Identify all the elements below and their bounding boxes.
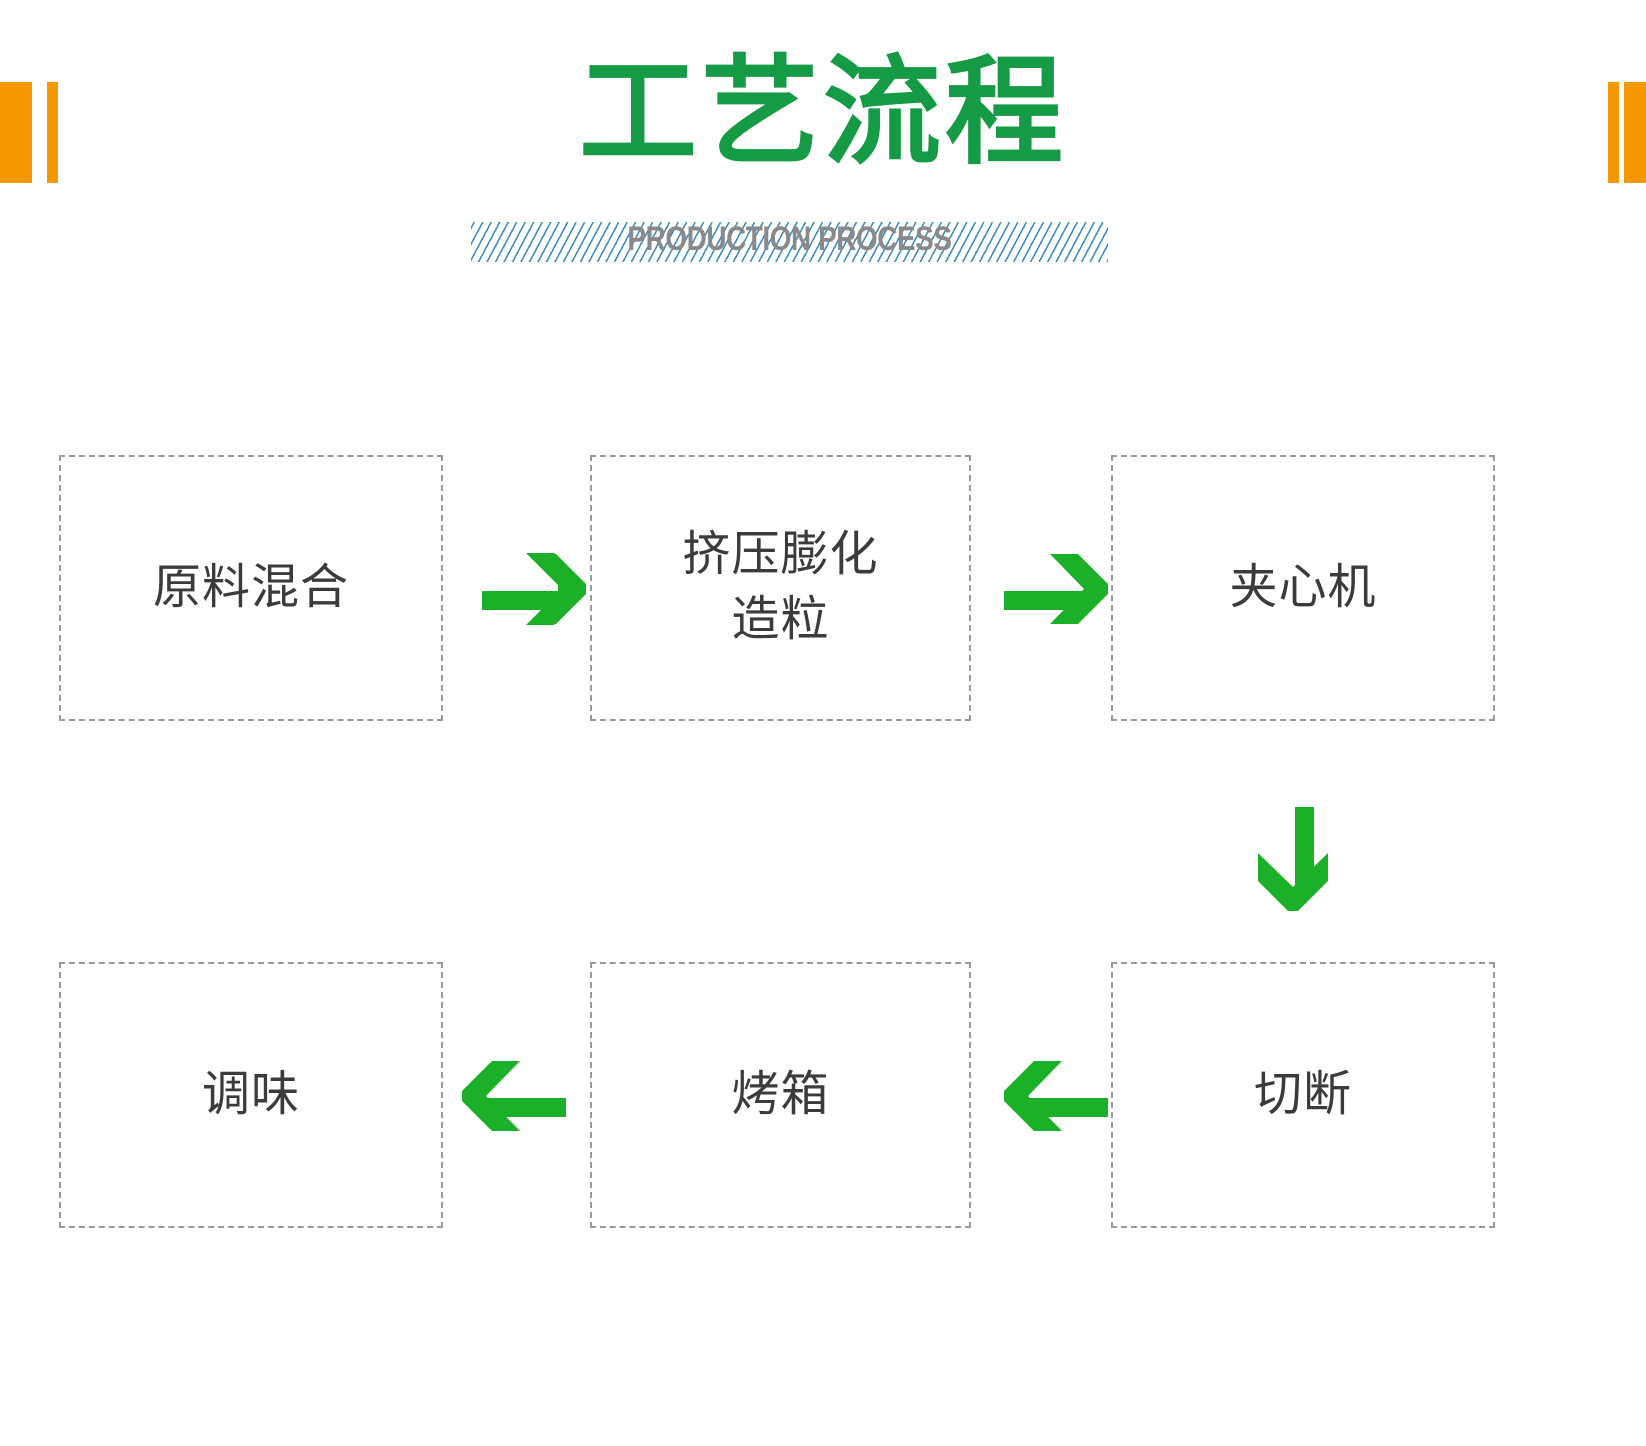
process-step-label: 夹心机: [1229, 560, 1377, 614]
orange-bar-right-thin: [1608, 82, 1619, 183]
orange-bar-left-thick: [0, 82, 32, 183]
process-step-label: 烤箱: [731, 1067, 830, 1121]
arrow-right-icon-1: [478, 548, 590, 653]
page-title: 工艺流程: [578, 47, 1067, 179]
arrow-left-icon-1: [1000, 1055, 1112, 1160]
process-step-box-6[interactable]: 调味: [59, 962, 443, 1228]
process-step-box-1[interactable]: 原料混合: [59, 455, 443, 721]
process-step-box-4[interactable]: 切断: [1111, 962, 1495, 1228]
process-step-label: 调味: [201, 1067, 300, 1121]
process-step-label: 原料混合: [152, 560, 349, 614]
process-step-label: 切断: [1253, 1067, 1352, 1121]
process-step-box-3[interactable]: 夹心机: [1111, 455, 1495, 721]
process-step-box-5[interactable]: 烤箱: [590, 962, 971, 1228]
diagonal-hatch-pattern: [471, 222, 1108, 262]
arrow-right-icon-2: [1000, 548, 1112, 653]
orange-bar-right-thick: [1624, 82, 1646, 183]
arrow-down-icon: [1252, 805, 1357, 915]
process-step-label: 挤压膨化 造粒: [682, 528, 879, 646]
page-subtitle: PRODUCTION PROCESS: [627, 219, 952, 258]
subtitle-band: PRODUCTION PROCESS: [471, 214, 1108, 264]
orange-bar-left-thin: [47, 82, 58, 183]
arrow-left-icon-2: [458, 1055, 570, 1160]
process-step-box-2[interactable]: 挤压膨化 造粒: [590, 455, 971, 721]
